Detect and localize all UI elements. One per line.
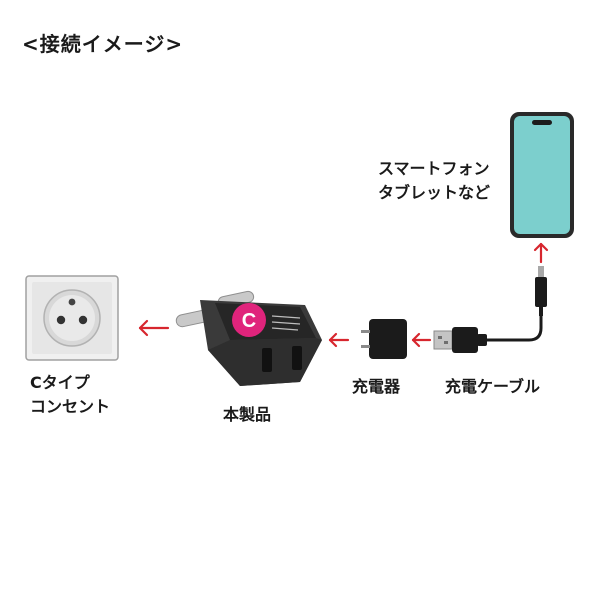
- arrow-to-outlet-icon: [138, 319, 170, 337]
- product-label: 本製品: [223, 405, 272, 424]
- diagram-heading: <接続イメージ>: [22, 32, 184, 56]
- outlet-label-line1: Cタイプ: [30, 373, 90, 392]
- smartphone-label-line2: タブレットなど: [378, 183, 491, 202]
- cable-label: 充電ケーブル: [445, 377, 541, 396]
- product-badge-letter: C: [242, 310, 256, 332]
- smartphone-icon: [510, 112, 574, 238]
- smartphone-label-line1: スマートフォン: [378, 159, 490, 178]
- cable-phone-connector-icon: [535, 266, 547, 316]
- type-c-outlet-icon: [25, 275, 119, 361]
- charger-icon: [361, 319, 407, 359]
- charger-label: 充電器: [352, 377, 401, 396]
- outlet-label-line2: コンセント: [30, 397, 111, 416]
- cable-usb-plug-icon: [433, 327, 487, 353]
- arrow-to-phone-icon: [533, 242, 549, 264]
- product-adapter-icon: C: [175, 290, 322, 386]
- arrow-to-charger-icon: [411, 332, 432, 348]
- charging-cable: [486, 315, 543, 342]
- arrow-to-product-icon: [328, 332, 350, 348]
